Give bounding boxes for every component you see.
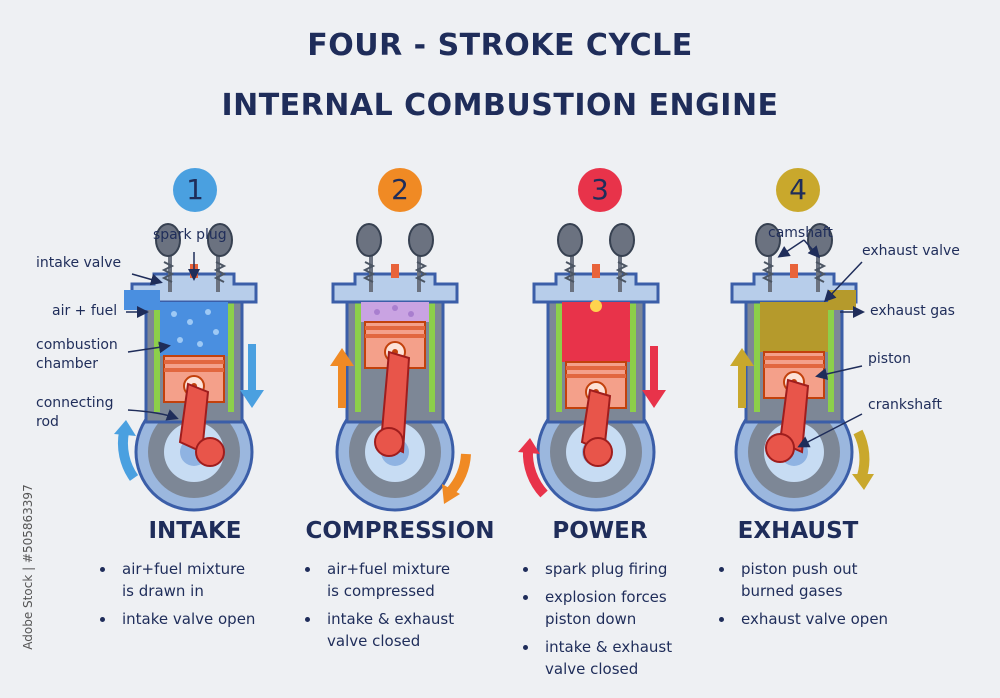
arrow-down-icon [240, 344, 264, 408]
stage-power: 3 POWER spark plug firing explosion forc… [475, 168, 725, 698]
stage-number-2: 2 [378, 168, 422, 212]
arrow-down-icon [642, 346, 666, 408]
arrow-up-icon [330, 348, 354, 408]
label-crankshaft: crankshaft [868, 397, 942, 413]
label-intake-valve: intake valve [36, 255, 122, 271]
stock-watermark: Adobe Stock | #505863397 [21, 484, 35, 650]
label-exhaust-gas: exhaust gas [870, 303, 955, 319]
stage-title-intake: INTAKE [148, 518, 242, 544]
label-camshaft: camshaft [768, 225, 833, 241]
title-line-2: INTERNAL COMBUSTION ENGINE [221, 88, 779, 123]
label-spark-plug: spark plug [153, 227, 227, 243]
title-line-1: FOUR - STROKE CYCLE [307, 28, 693, 63]
stage-number-4: 4 [776, 168, 820, 212]
label-piston: piston [868, 351, 911, 367]
bullet: exhaust valve open [719, 608, 969, 630]
bullet: intake valve open [100, 608, 350, 630]
label-air-fuel: air + fuel [52, 303, 118, 319]
stage-title-exhaust: EXHAUST [737, 518, 859, 544]
stage-title-compression: COMPRESSION [305, 518, 495, 544]
stage-number-1: 1 [173, 168, 217, 212]
arrow-up-icon [730, 348, 754, 408]
label-exhaust-valve: exhaust valve [862, 243, 960, 259]
stage-number-3: 3 [578, 168, 622, 212]
bullet: spark plug firing [523, 558, 773, 580]
stage-title-power: POWER [552, 518, 648, 544]
